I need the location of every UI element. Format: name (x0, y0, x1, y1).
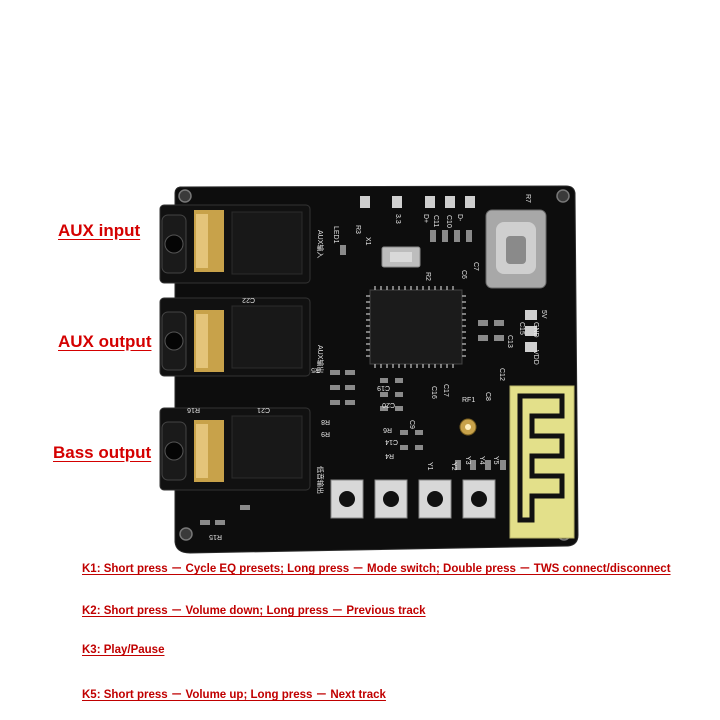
silk-c9: C9 (408, 420, 415, 429)
silk-c6: C6 (460, 270, 467, 279)
silk-y3: Y3 (464, 456, 471, 465)
silk-c7: C7 (472, 262, 479, 271)
silk-c19: C19 (377, 384, 390, 391)
tactile-button-2 (374, 479, 408, 519)
mount-hole-top-left (178, 189, 192, 203)
silk-c14: C14 (385, 438, 398, 445)
silk-r16: R16 (187, 406, 200, 413)
legend-k1: K1: Short press － Cycle EQ presets; Long… (82, 563, 671, 575)
silk-r15: R15 (209, 533, 222, 540)
jack-aux-input (159, 204, 311, 284)
silk-3v3: 3.3 (394, 214, 401, 224)
silk-c11: C11 (432, 215, 439, 227)
aux-output-callout: AUX output (58, 332, 152, 351)
silk-c10: C10 (445, 215, 452, 228)
silk-c16: C16 (430, 386, 437, 399)
silk-r9: R9 (321, 430, 330, 437)
legend-k5: K5: Short press － Volume up; Long press … (82, 689, 386, 701)
silk-vdd: VDD (532, 350, 539, 365)
main-chip (366, 286, 466, 368)
legend-k3: K3: Play/Pause (82, 644, 165, 656)
silk-5v: 5V (540, 310, 547, 319)
mount-hole-bottom-left (179, 527, 193, 541)
silk-c21: C21 (257, 406, 270, 413)
silk-r5: R5 (311, 366, 320, 373)
test-pads (360, 196, 537, 352)
silk-r4: R4 (385, 452, 394, 459)
silk-led1: LED1 (332, 226, 339, 244)
silk-r3: R3 (354, 225, 361, 234)
usb-c-connector (485, 209, 547, 289)
silk-c8: C8 (484, 392, 491, 401)
tactile-button-1 (330, 479, 364, 519)
silk-c17: C17 (442, 384, 449, 397)
silk-y5: Y5 (492, 456, 499, 465)
silk-x1: X1 (364, 237, 371, 246)
silk-c20: C20 (382, 401, 395, 408)
bluetooth-antenna (509, 385, 575, 539)
jack-aux-output (159, 297, 311, 377)
silk-aux-output-label: AUX输出 (316, 345, 325, 373)
silk-r2: R2 (424, 272, 431, 281)
legend-k2: K2: Short press － Volume down; Long pres… (82, 605, 426, 617)
silk-c15: C15 (518, 322, 525, 335)
tactile-button-3 (418, 479, 452, 519)
silk-c12: C12 (498, 368, 505, 381)
silk-r8: R8 (321, 418, 330, 425)
silk-y2: Y2 (450, 462, 457, 471)
silk-r6: R6 (383, 426, 392, 433)
silk-aux-input-label: AUX输入 (316, 230, 325, 258)
aux-input-callout: AUX input (58, 221, 141, 240)
silk-d-minus: D- (456, 214, 463, 222)
silk-y4: Y4 (478, 456, 485, 465)
jack-bass-output (159, 407, 311, 491)
silk-bass-output-label: 低音输出 (316, 466, 325, 494)
silk-gnd: GND (532, 322, 539, 338)
smd-components (200, 230, 506, 525)
silk-c22: C22 (242, 296, 255, 303)
bass-output-callout: Bass output (53, 443, 152, 462)
silk-rf1: RF1 (462, 397, 475, 404)
silk-d-plus: D+ (422, 214, 429, 223)
silk-y1: Y1 (426, 462, 433, 471)
silk-r7: R7 (524, 194, 531, 203)
mount-hole-top-right (556, 189, 570, 203)
silk-c13: C13 (506, 335, 513, 348)
tactile-button-4 (462, 479, 496, 519)
